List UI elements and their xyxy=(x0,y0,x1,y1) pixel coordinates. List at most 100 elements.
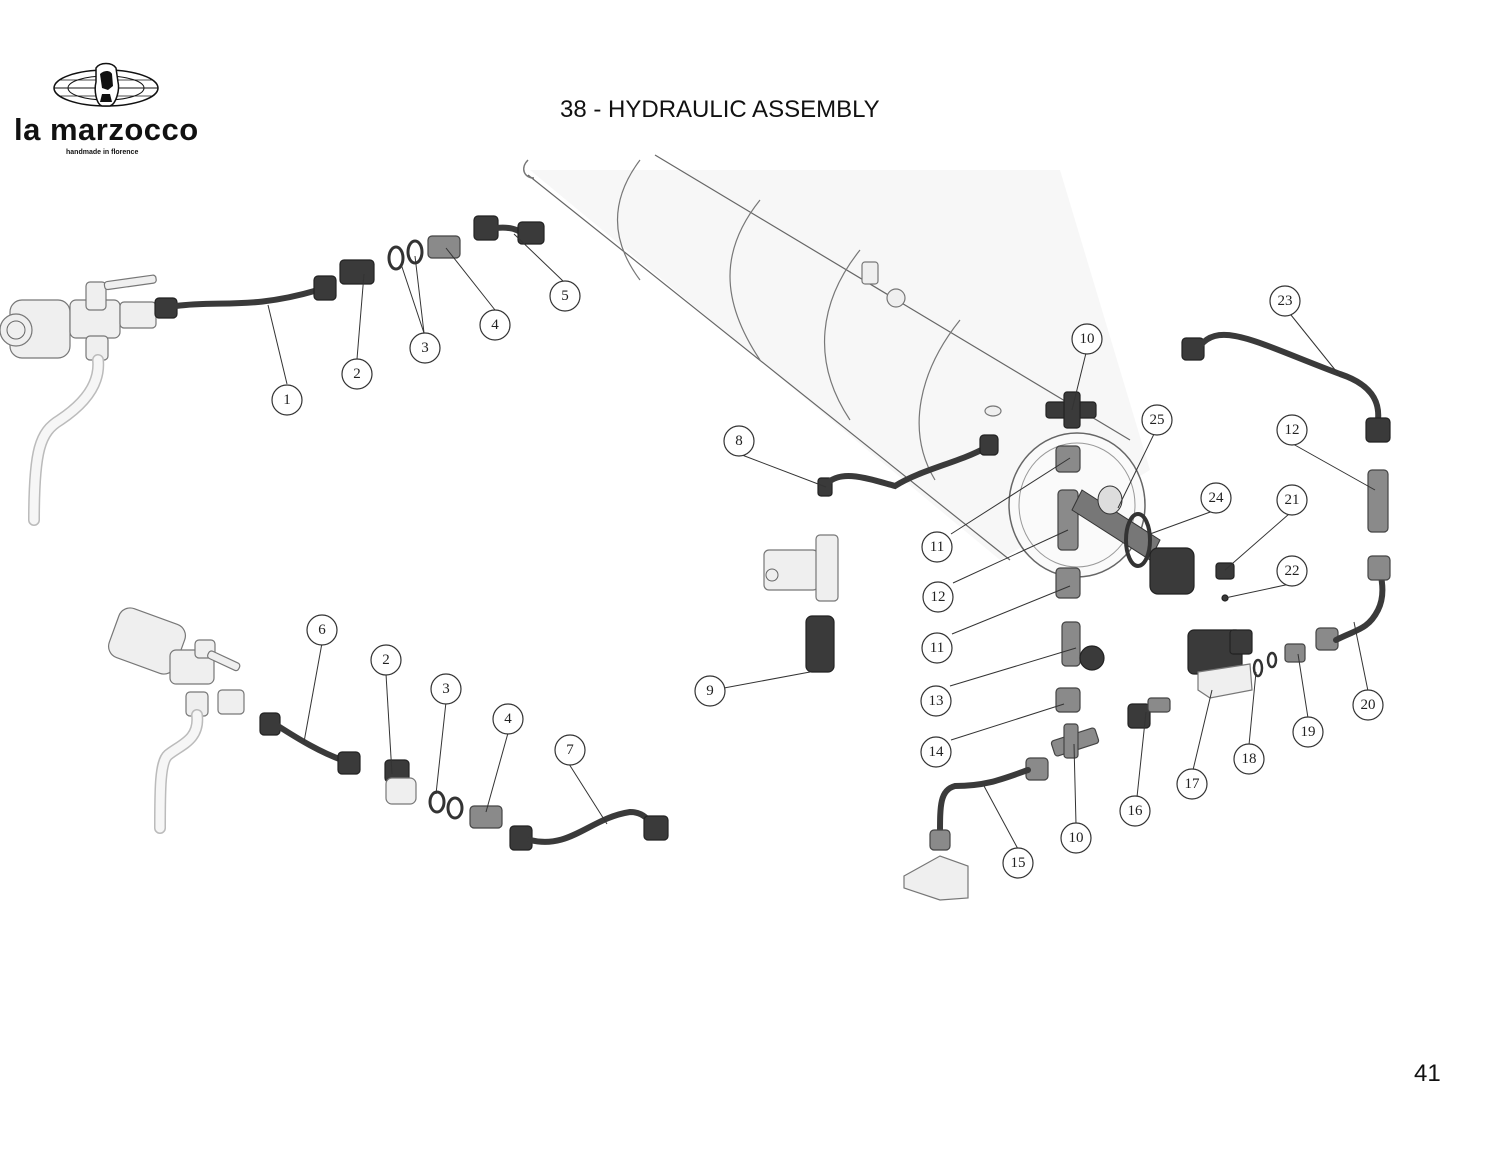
svg-text:14: 14 xyxy=(929,744,945,760)
callout-17: 17 xyxy=(1176,768,1208,800)
svg-text:20: 20 xyxy=(1361,697,1376,713)
svg-text:18: 18 xyxy=(1242,751,1257,767)
svg-text:4: 4 xyxy=(504,711,512,727)
callout-12-right: 12 xyxy=(1276,414,1308,446)
callout-10-lower: 10 xyxy=(1060,822,1092,854)
svg-text:10: 10 xyxy=(1080,331,1095,347)
svg-text:11: 11 xyxy=(930,640,944,656)
svg-text:15: 15 xyxy=(1011,855,1026,871)
part-2-connector xyxy=(339,259,375,285)
svg-text:11: 11 xyxy=(930,539,944,555)
part-4-nipple xyxy=(427,235,461,259)
callout-23: 23 xyxy=(1269,285,1301,317)
callout-2b: 2 xyxy=(370,644,402,676)
group-1-valve xyxy=(0,274,157,526)
svg-text:22: 22 xyxy=(1285,563,1300,579)
callout-16: 16 xyxy=(1119,795,1151,827)
svg-text:13: 13 xyxy=(929,693,944,709)
boiler-tank xyxy=(523,154,1150,578)
page-title: 38 - HYDRAULIC ASSEMBLY xyxy=(560,96,880,123)
part-18-oring xyxy=(1252,658,1264,678)
part-15-tube xyxy=(903,757,1049,901)
heating-element-head xyxy=(1149,547,1195,595)
part-6-hose xyxy=(259,712,361,775)
part-16-fitting xyxy=(1127,697,1171,729)
callout-24: 24 xyxy=(1200,482,1232,514)
svg-text:4: 4 xyxy=(491,317,499,333)
part-10-tee-lower xyxy=(1050,723,1100,759)
brand-tagline: handmade in florence xyxy=(66,149,139,156)
brand-logo: la marzocco handmade in florence xyxy=(10,60,210,170)
callout-21: 21 xyxy=(1276,484,1308,516)
callout-22: 22 xyxy=(1276,555,1308,587)
svg-text:12: 12 xyxy=(1285,422,1300,438)
brand-wordmark: la marzocco xyxy=(14,112,199,147)
part-4b-nipple xyxy=(469,805,503,829)
svg-text:17: 17 xyxy=(1185,776,1201,792)
part-24-gasket xyxy=(1124,512,1152,568)
callout-6: 6 xyxy=(306,614,338,646)
callout-25: 25 xyxy=(1141,404,1173,436)
part-3-washers xyxy=(387,239,424,271)
svg-text:3: 3 xyxy=(442,681,450,697)
part-2b-connector xyxy=(384,759,417,805)
svg-text:10: 10 xyxy=(1069,830,1084,846)
part-12-fitting-left xyxy=(1057,489,1079,551)
callout-1: 1 xyxy=(271,384,303,416)
part-11-fitting-lower xyxy=(1055,567,1081,599)
leader-lines xyxy=(267,233,1376,850)
svg-text:1: 1 xyxy=(283,392,291,408)
part-3b-washers xyxy=(428,790,464,820)
callout-3b: 3 xyxy=(430,673,462,705)
callout-20: 20 xyxy=(1352,689,1384,721)
part-19-fitting xyxy=(1284,643,1306,663)
part-18-oring-2 xyxy=(1266,651,1278,669)
part-17-solenoid-valve xyxy=(1187,629,1253,699)
callout-2: 2 xyxy=(341,358,373,390)
callout-12-left: 12 xyxy=(922,581,954,613)
part-21-nut xyxy=(1215,562,1235,580)
group-2-valve xyxy=(107,607,245,834)
svg-text:2: 2 xyxy=(353,366,361,382)
svg-text:6: 6 xyxy=(318,622,326,638)
callout-7: 7 xyxy=(554,734,586,766)
svg-text:7: 7 xyxy=(566,742,574,758)
part-1-hose xyxy=(154,275,337,319)
part-9-fitting xyxy=(805,615,835,673)
callout-5: 5 xyxy=(549,280,581,312)
svg-text:5: 5 xyxy=(561,288,569,304)
callout-18: 18 xyxy=(1233,743,1265,775)
part-13-valve xyxy=(1061,621,1105,671)
svg-text:21: 21 xyxy=(1285,492,1300,508)
part-7-hose xyxy=(509,808,669,851)
part-14-plug xyxy=(1055,687,1081,713)
callout-11-upper: 11 xyxy=(921,531,953,563)
callout-3: 3 xyxy=(409,332,441,364)
svg-text:2: 2 xyxy=(382,652,390,668)
svg-text:25: 25 xyxy=(1150,412,1165,428)
callout-13: 13 xyxy=(920,685,952,717)
callout-19: 19 xyxy=(1292,716,1324,748)
svg-text:16: 16 xyxy=(1128,803,1144,819)
part-23-tube xyxy=(1181,331,1391,443)
callout-10-upper: 10 xyxy=(1071,323,1103,355)
svg-text:12: 12 xyxy=(931,589,946,605)
page-number: 41 xyxy=(1414,1060,1441,1087)
part-20-tube xyxy=(1315,555,1391,651)
callout-14: 14 xyxy=(920,736,952,768)
callout-4: 4 xyxy=(479,309,511,341)
callout-8: 8 xyxy=(723,425,755,457)
svg-text:23: 23 xyxy=(1278,293,1293,309)
callout-4b: 4 xyxy=(492,703,524,735)
globe-lion-emblem xyxy=(53,62,159,107)
svg-text:19: 19 xyxy=(1301,724,1316,740)
callout-15: 15 xyxy=(1002,847,1034,879)
svg-text:8: 8 xyxy=(735,433,743,449)
solenoid-valve-assembly xyxy=(763,534,839,602)
part-5-elbow xyxy=(473,215,545,245)
callout-9: 9 xyxy=(694,675,726,707)
svg-text:9: 9 xyxy=(706,683,714,699)
svg-text:24: 24 xyxy=(1209,490,1225,506)
part-12-fitting-right xyxy=(1367,469,1389,533)
